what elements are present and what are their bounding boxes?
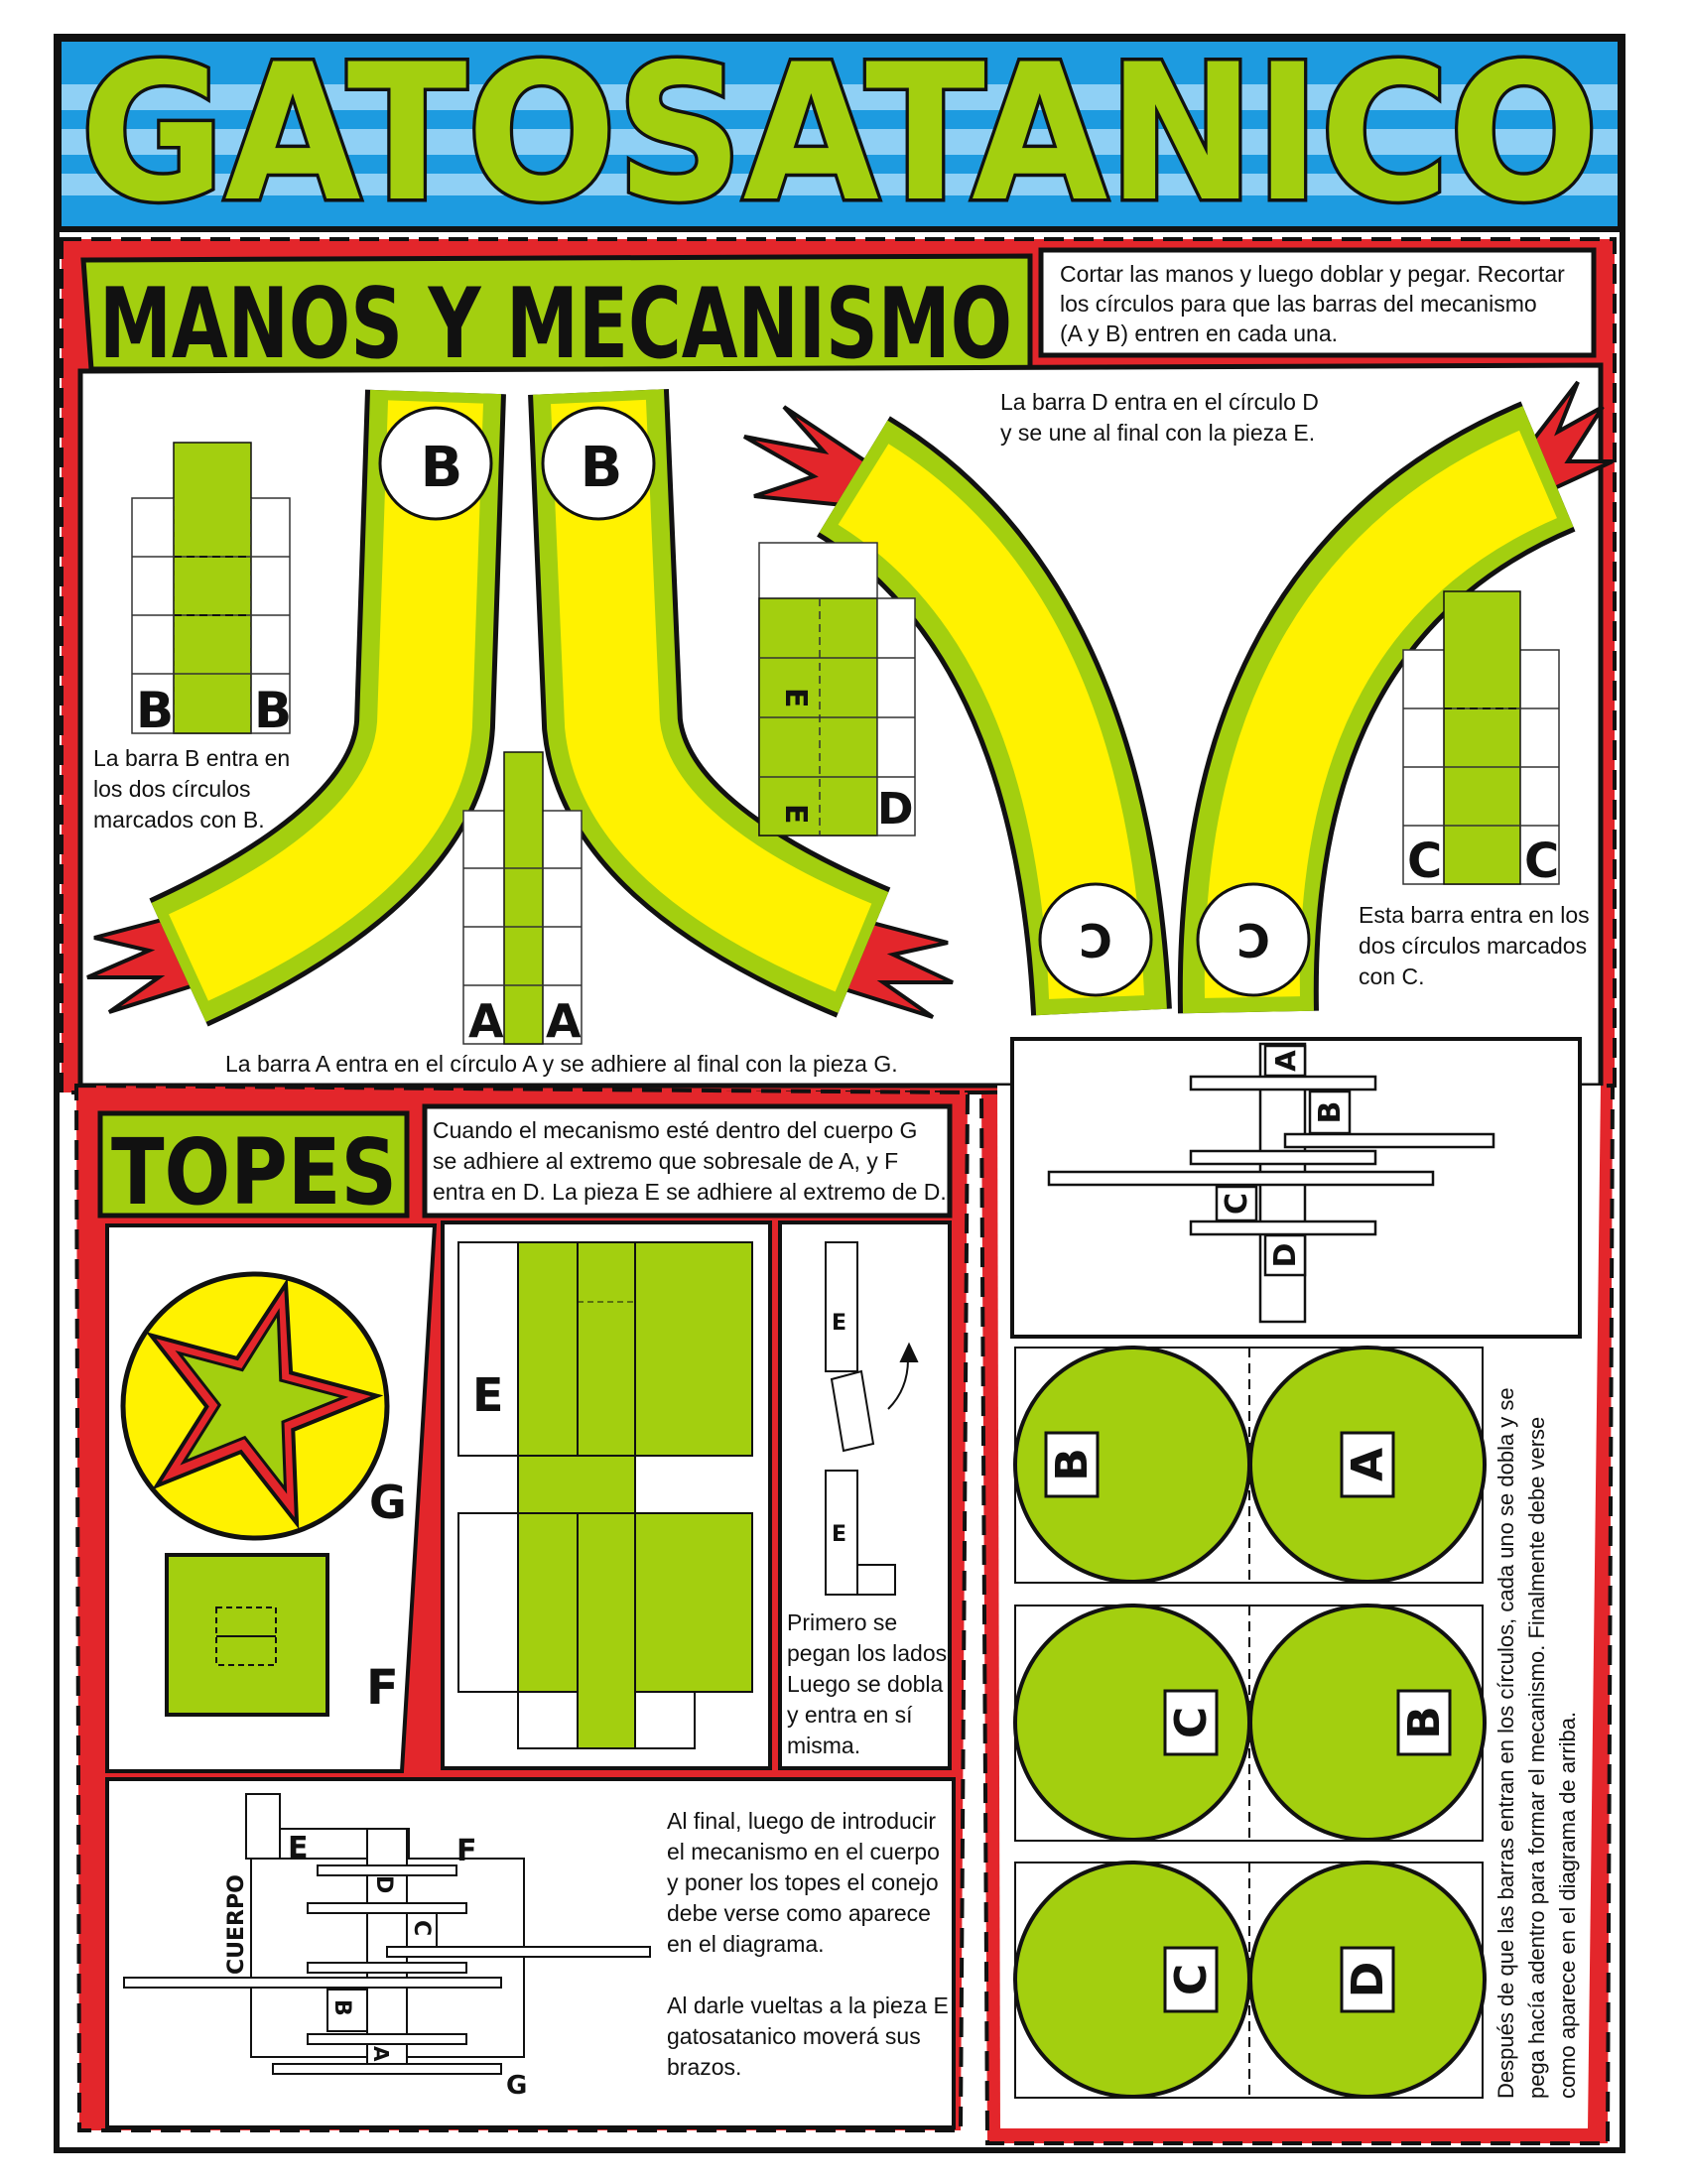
strip-label: E xyxy=(778,804,813,825)
strip-label: C xyxy=(1524,834,1559,889)
piece-e-label: E xyxy=(472,1368,503,1422)
manos-instructions-box xyxy=(1038,247,1597,358)
topes-section: TOPES Cuando el mecanismo esté dentro de… xyxy=(73,1083,971,2132)
hands-cutouts: B B C C xyxy=(86,380,1614,1027)
circle-b-right xyxy=(541,406,656,521)
strip-label: A xyxy=(546,994,582,1048)
strip-label: D xyxy=(877,784,914,835)
diagram-label: E xyxy=(288,1831,309,1865)
mechanism-label: D xyxy=(1268,1243,1303,1268)
circle-piece-label: A xyxy=(1343,1448,1393,1481)
diagram-label: CUERPO xyxy=(224,1874,249,1975)
piece-f-label: F xyxy=(366,1660,399,1716)
title-banner: GATOSATANICO xyxy=(56,21,1623,247)
bar-d-caption: La barra D entra en el círculo D y se un… xyxy=(1000,389,1325,446)
bar-c-strip xyxy=(1402,590,1560,885)
circle-label: B xyxy=(581,436,623,500)
circle-piece-label: B xyxy=(1399,1706,1450,1739)
circle-piece-label: D xyxy=(1343,1962,1393,1998)
circle-c-right xyxy=(1196,882,1311,997)
bar-b-strip xyxy=(131,442,291,734)
circle-label: B xyxy=(421,436,463,500)
circle-piece-label: C xyxy=(1166,1707,1217,1738)
strip-label: A xyxy=(468,994,504,1048)
mechanism-label: C xyxy=(1220,1193,1254,1215)
strip-label: B xyxy=(136,682,174,739)
diagram-label: A xyxy=(369,2046,393,2062)
strip-label: C xyxy=(1407,834,1442,889)
circle-b-left xyxy=(378,406,493,521)
bar-c-caption: Esta barra entra en los dos círculos mar… xyxy=(1359,902,1596,989)
step-e-label: E xyxy=(832,1522,846,1547)
circle-pieces: B A C B C D xyxy=(1013,1346,1487,2099)
step-e-label: E xyxy=(832,1311,846,1336)
strip-label: B xyxy=(254,682,292,739)
circle-label-box xyxy=(1396,1689,1452,1756)
topes-instructions: Cuando el mecanismo esté dentro del cuer… xyxy=(433,1117,947,1205)
diagram-label: B xyxy=(329,1999,354,2016)
circle-c-left xyxy=(1038,882,1153,997)
circle-label-box xyxy=(1340,1946,1395,2013)
bar-d-strip xyxy=(758,542,916,836)
steps-caption: Primero se pegan los lados. Luego se dob… xyxy=(787,1609,960,1758)
manos-instructions: Cortar las manos y luego doblar y pegar.… xyxy=(1060,261,1571,346)
circle-label-box xyxy=(1163,1946,1219,2013)
circle-label: C xyxy=(1079,913,1112,966)
strip-label: E xyxy=(778,688,813,708)
circles-instructions: Después de que las barras entran en los … xyxy=(1493,1381,1580,2099)
circle-piece-label: B xyxy=(1047,1448,1098,1481)
circle-label: C xyxy=(1236,913,1270,966)
circle-label-box xyxy=(1044,1431,1100,1498)
final-caption: Al final, luego de introducir el mecanis… xyxy=(667,1808,955,2080)
mechanism-diagram xyxy=(1010,1037,1582,1339)
diagram-label: C xyxy=(409,1920,434,1936)
piece-f xyxy=(165,1553,329,1717)
page-title: GATOSATANICO xyxy=(80,24,1599,243)
claw-icon xyxy=(1525,380,1614,494)
topes-heading: TOPES xyxy=(111,1119,397,1225)
bar-b-caption: La barra B entra en los dos círculos mar… xyxy=(93,745,297,833)
circle-label-box xyxy=(1163,1689,1219,1756)
mechanism-label: A xyxy=(1269,1050,1302,1072)
bar-a-strip xyxy=(462,751,583,1045)
diagram-label: G xyxy=(506,2071,527,2101)
mechanism-label: B xyxy=(1313,1101,1348,1124)
bar-a-caption: La barra A entra en el círculo A y se ad… xyxy=(225,1051,898,1077)
diagram-label: D xyxy=(371,1875,396,1893)
diagram-label: F xyxy=(456,1834,477,1868)
piece-g-label: G xyxy=(369,1476,407,1529)
manos-heading: MANOS Y MECANISMO xyxy=(99,268,1012,381)
circle-piece-label: C xyxy=(1166,1964,1217,1995)
circle-label-box xyxy=(1340,1431,1395,1498)
assembly-diagram xyxy=(123,1793,651,2075)
